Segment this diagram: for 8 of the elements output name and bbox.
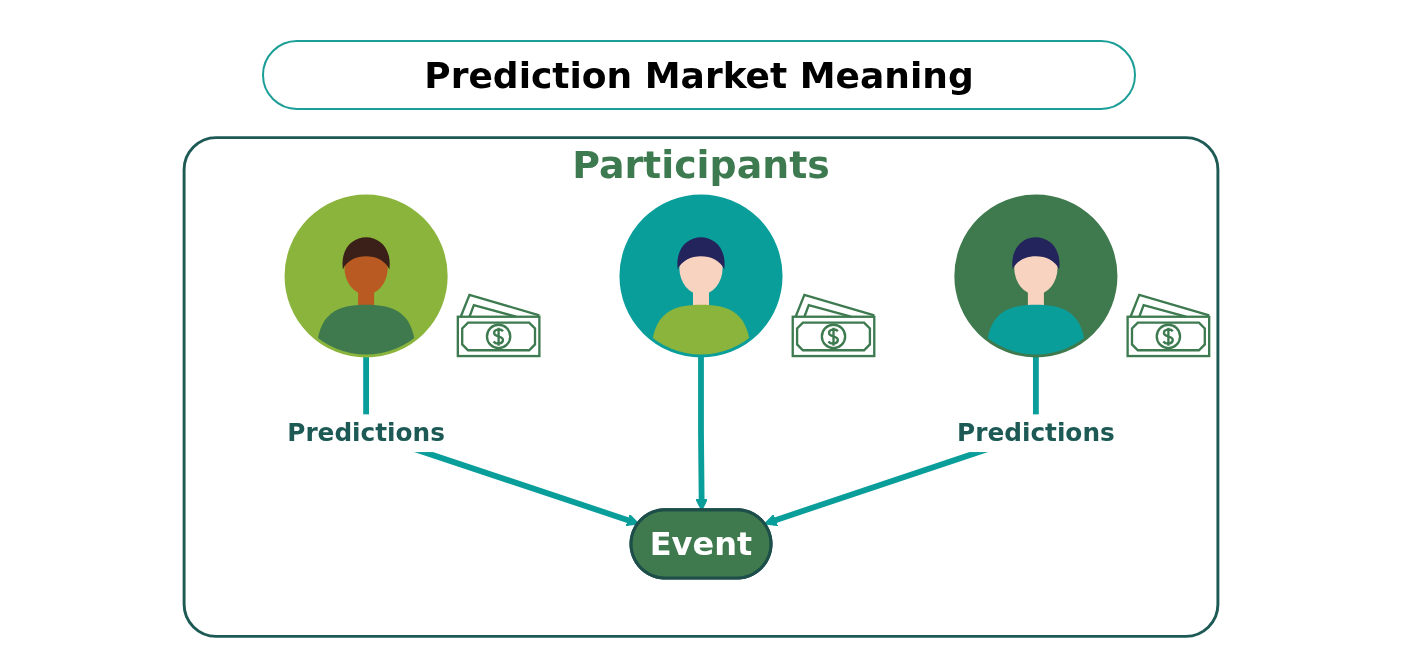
pill-node: Event xyxy=(629,508,773,580)
title: Prediction Market Meaning xyxy=(262,40,1136,110)
avatar xyxy=(619,194,783,358)
edge-label: Predictions xyxy=(287,414,445,452)
edge-label: Predictions xyxy=(957,414,1115,452)
group-title: Participants xyxy=(572,143,830,188)
avatar xyxy=(284,194,448,358)
avatar xyxy=(954,194,1118,358)
